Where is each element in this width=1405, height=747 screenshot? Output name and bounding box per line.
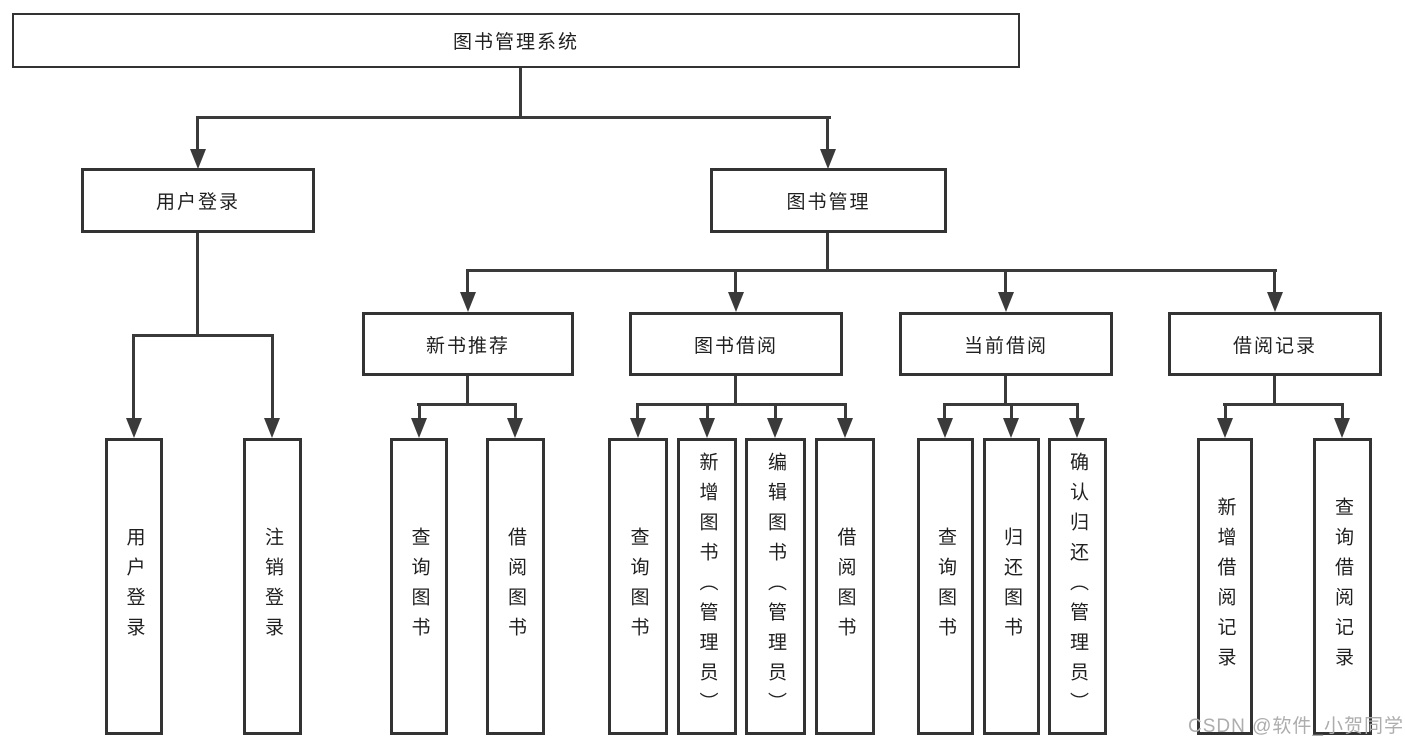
node-book-borrow-label: 图书借阅 xyxy=(693,335,778,357)
connector-leaf-drop xyxy=(943,403,946,421)
leaf-confirm-return-admin: 确认归还（管理员） xyxy=(1048,438,1107,735)
connector-newbook-branch xyxy=(417,403,517,406)
leaf-borrow-books-recommend-label: 借阅图书 xyxy=(505,526,526,647)
node-user-login-label: 用户登录 xyxy=(155,192,240,213)
leaf-add-borrow-record: 新增借阅记录 xyxy=(1197,438,1253,735)
arrow-down-icon xyxy=(767,418,783,438)
leaf-edit-book-admin: 编辑图书（管理员） xyxy=(745,438,806,735)
connector-leaf-drop xyxy=(1010,403,1013,421)
connector-leaf-drop xyxy=(1224,403,1227,421)
connector-borrow-branch xyxy=(636,403,847,406)
connector-level2-branch xyxy=(466,269,1277,272)
leaf-query-books-current: 查询图书 xyxy=(917,438,974,735)
arrow-down-icon xyxy=(411,418,427,438)
node-root-library-system: 图书管理系统 xyxy=(12,13,1020,68)
connector-login-stem xyxy=(196,230,199,337)
leaf-return-book: 归还图书 xyxy=(983,438,1040,735)
node-new-book-recommend: 新书推荐 xyxy=(362,312,574,376)
node-book-management: 图书管理 xyxy=(710,168,947,233)
arrow-down-icon xyxy=(728,292,744,312)
leaf-add-book-admin: 新增图书（管理员） xyxy=(677,438,737,735)
leaf-user-login: 用户登录 xyxy=(105,438,163,735)
node-new-book-recommend-label: 新书推荐 xyxy=(425,335,510,357)
connector-newbook-stem xyxy=(466,374,469,406)
leaf-return-book-label: 归还图书 xyxy=(1001,526,1022,647)
connector-drop-borrow xyxy=(734,269,737,294)
node-root-label: 图书管理系统 xyxy=(452,32,579,53)
leaf-user-login-label: 用户登录 xyxy=(123,526,145,647)
connector-drop-newbook xyxy=(466,269,469,294)
leaf-query-borrow-record: 查询借阅记录 xyxy=(1313,438,1372,735)
connector-current-stem xyxy=(1004,374,1007,406)
leaf-query-books-recommend-label: 查询图书 xyxy=(408,526,430,647)
arrow-down-icon xyxy=(460,292,476,312)
connector-level1-branch xyxy=(197,116,831,119)
node-book-borrow: 图书借阅 xyxy=(629,312,843,376)
connector-borrow-stem xyxy=(734,374,737,406)
connector-leaf-drop xyxy=(1341,403,1344,421)
connector-leaf-drop xyxy=(1076,403,1079,421)
leaf-query-borrow-record-label: 查询借阅记录 xyxy=(1332,496,1353,677)
leaf-add-book-admin-label: 新增图书（管理员） xyxy=(696,451,718,722)
connector-records-stem xyxy=(1273,374,1276,406)
arrow-down-icon xyxy=(820,149,836,169)
connector-mgmt-stem xyxy=(826,231,829,272)
connector-drop-leaf-logout xyxy=(271,334,274,421)
leaf-borrow-books: 借阅图书 xyxy=(815,438,875,735)
leaf-borrow-books-label: 借阅图书 xyxy=(834,526,856,647)
arrow-down-icon xyxy=(126,418,142,438)
connector-leaf-drop xyxy=(418,403,421,421)
arrow-down-icon xyxy=(937,418,953,438)
arrow-down-icon xyxy=(699,418,715,438)
node-borrow-records: 借阅记录 xyxy=(1168,312,1382,376)
connector-records-branch xyxy=(1223,403,1344,406)
arrow-down-icon xyxy=(630,418,646,438)
connector-leaf-drop xyxy=(706,403,709,421)
leaf-query-books-current-label: 查询图书 xyxy=(935,526,956,647)
node-current-borrow: 当前借阅 xyxy=(899,312,1113,376)
leaf-confirm-return-admin-label: 确认归还（管理员） xyxy=(1067,451,1088,722)
leaf-logout: 注销登录 xyxy=(243,438,302,735)
connector-drop-login xyxy=(196,116,199,152)
arrow-down-icon xyxy=(1267,292,1283,312)
arrow-down-icon xyxy=(1217,418,1233,438)
leaf-edit-book-admin-label: 编辑图书（管理员） xyxy=(765,451,786,722)
connector-root-stem xyxy=(519,66,522,119)
connector-drop-leaf-login xyxy=(132,334,135,421)
connector-leaf-drop xyxy=(514,403,517,421)
leaf-query-books-recommend: 查询图书 xyxy=(390,438,448,735)
connector-drop-current xyxy=(1004,269,1007,294)
connector-leaf-drop xyxy=(774,403,777,421)
node-current-borrow-label: 当前借阅 xyxy=(963,335,1048,357)
node-borrow-records-label: 借阅记录 xyxy=(1232,335,1317,357)
connector-leaf-drop xyxy=(636,403,639,421)
leaf-borrow-books-recommend: 借阅图书 xyxy=(486,438,545,735)
arrow-down-icon xyxy=(264,418,280,438)
leaf-logout-label: 注销登录 xyxy=(262,526,283,647)
node-book-management-label: 图书管理 xyxy=(786,192,871,213)
arrow-down-icon xyxy=(507,418,523,438)
connector-leaf-drop xyxy=(844,403,847,421)
arrow-down-icon xyxy=(1003,418,1019,438)
node-user-login: 用户登录 xyxy=(81,168,315,233)
arrow-down-icon xyxy=(1069,418,1085,438)
arrow-down-icon xyxy=(998,292,1014,312)
arrow-down-icon xyxy=(1334,418,1350,438)
arrow-down-icon xyxy=(190,149,206,169)
connector-drop-mgmt xyxy=(826,116,829,152)
arrow-down-icon xyxy=(837,418,853,438)
connector-login-branch xyxy=(132,334,274,337)
leaf-query-books-borrow-label: 查询图书 xyxy=(627,526,649,647)
leaf-query-books-borrow: 查询图书 xyxy=(608,438,668,735)
leaf-add-borrow-record-label: 新增借阅记录 xyxy=(1214,496,1236,677)
connector-drop-records xyxy=(1273,269,1276,294)
csdn-watermark: CSDN @软件_小贺同学 xyxy=(1188,716,1404,737)
